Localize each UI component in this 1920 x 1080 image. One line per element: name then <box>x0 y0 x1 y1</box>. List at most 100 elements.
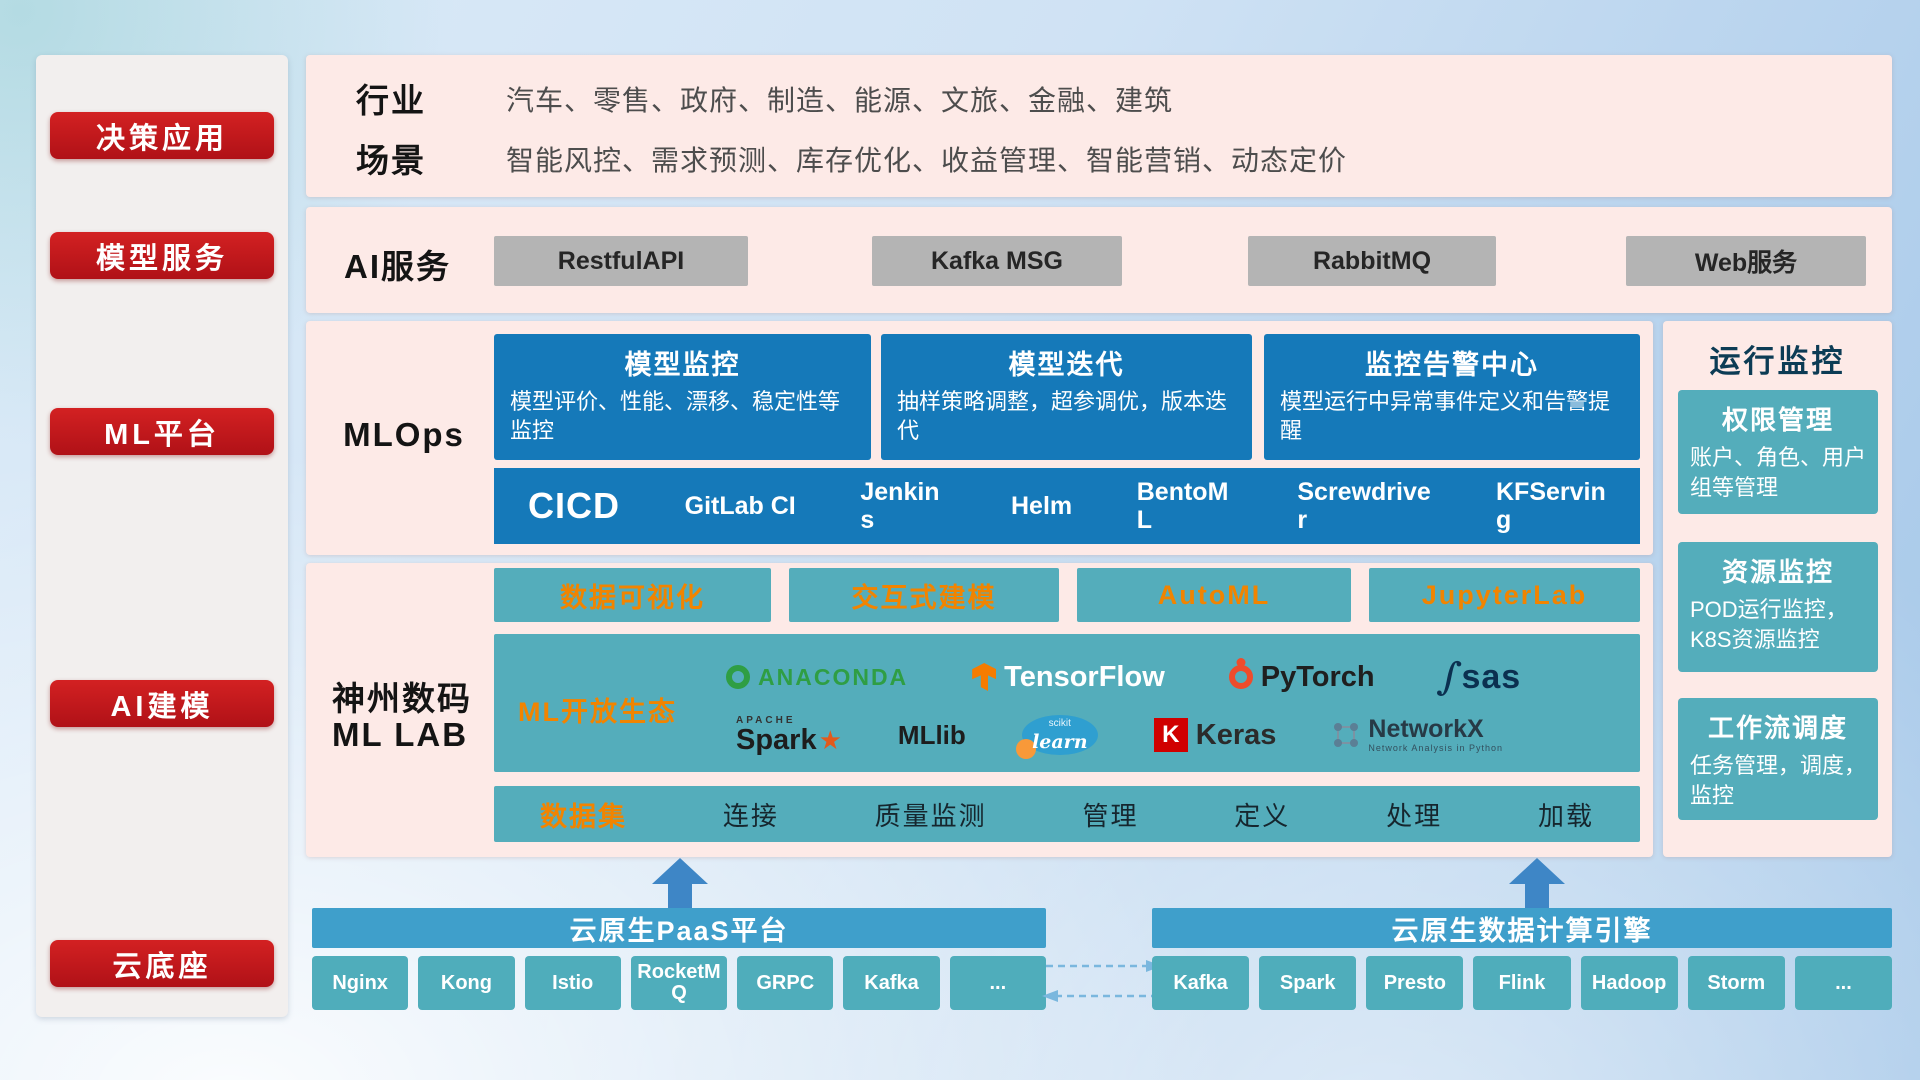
up-arrow-right-stem <box>1525 884 1549 910</box>
dataset-item-quality: 质量监测 <box>874 800 987 831</box>
monitor-title: 运行监控 <box>1709 344 1846 379</box>
chip-grpc: GRPC <box>737 956 834 1010</box>
scikit-learn-text: learn <box>1032 731 1088 753</box>
mlops-card-title: 监控告警中心 <box>1365 350 1539 380</box>
mlops-card-alert-center: 监控告警中心 模型运行中异常事件定义和告警提醒 <box>1264 334 1640 460</box>
networkx-text: NetworkX <box>1368 715 1484 744</box>
ml-ecosystem-label: ML开放生态 <box>518 697 677 727</box>
mlops-card-desc: 模型评价、性能、漂移、稳定性等监控 <box>510 389 841 444</box>
monitor-card-title: 资源监控 <box>1721 557 1834 587</box>
keras-text: Keras <box>1195 718 1277 751</box>
apache-spark-logo: APACHE Spark ★ <box>736 714 842 756</box>
ecosystem-logo-row-1: ANACONDA TensorFlow PyTorch ∫ sas <box>726 652 1521 702</box>
apache-text: APACHE <box>736 714 796 726</box>
tool-interactive-modeling: 交互式建模 <box>789 568 1059 622</box>
tool-automl: AutoML <box>1077 568 1351 622</box>
sidebar-item-model-service: 模型服务 <box>50 232 274 279</box>
paas-chip-row: Nginx Kong Istio RocketMQ GRPC Kafka ... <box>312 956 1046 1010</box>
ai-service-label: AI服务 <box>344 248 451 285</box>
cicd-item-helm: Helm <box>1010 492 1073 520</box>
mlops-card-model-monitoring: 模型监控 模型评价、性能、漂移、稳定性等监控 <box>494 334 871 460</box>
service-rabbitmq: RabbitMQ <box>1248 236 1496 286</box>
chip-kafka-2: Kafka <box>1152 956 1250 1010</box>
sidebar-item-ai-modeling: AI建模 <box>50 680 274 727</box>
pytorch-icon <box>1228 665 1253 689</box>
chip-rocketmq: RocketMQ <box>630 956 728 1010</box>
monitor-card-desc: POD运行监控，K8S资源监控 <box>1690 597 1848 652</box>
anaconda-logo: ANACONDA <box>726 664 908 691</box>
engine-chip-row: Kafka Spark Presto Flink Hadoop Storm ..… <box>1152 956 1892 1010</box>
scikit-learn-logo: scikit learn <box>1015 715 1098 759</box>
sidebar <box>36 55 288 1017</box>
chip-more: ... <box>949 956 1046 1010</box>
service-restfulapi: RestfulAPI <box>494 236 748 286</box>
mlops-card-model-iteration: 模型迭代 抽样策略调整，超参调优，版本迭代 <box>881 334 1252 460</box>
cicd-item-jenkins: Jenkins <box>860 478 940 534</box>
keras-logo: K Keras <box>1153 718 1277 752</box>
dataset-item-define: 定义 <box>1234 800 1291 831</box>
mlops-card-title: 模型监控 <box>624 350 741 380</box>
scikit-small-text: scikit <box>1048 718 1071 729</box>
monitor-card-workflow: 工作流调度 任务管理，调度，监控 <box>1678 698 1878 820</box>
cicd-label: CICD <box>528 485 620 526</box>
tensorflow-icon <box>972 663 997 691</box>
dataset-item-connect: 连接 <box>722 800 779 831</box>
monitor-card-desc: 任务管理，调度，监控 <box>1690 753 1867 808</box>
tool-data-visualization: 数据可视化 <box>494 568 771 622</box>
monitor-card-permission: 权限管理 账户、角色、用户组等管理 <box>1678 390 1878 514</box>
chip-storm: Storm <box>1687 956 1785 1010</box>
service-web: Web服务 <box>1626 236 1866 286</box>
dataset-bar: 数据集 连接 质量监测 管理 定义 处理 加载 <box>494 786 1640 842</box>
cicd-bar: CICD GitLab CI Jenkins Helm BentoML Scre… <box>494 468 1640 544</box>
cicd-item-kfserving: KFServing <box>1496 478 1606 534</box>
spark-wordmark: APACHE Spark ★ <box>736 714 842 756</box>
sidebar-item-cloud-base: 云底座 <box>50 940 274 987</box>
sidebar-item-ml-platform: ML平台 <box>50 408 274 455</box>
spark-text: Spark <box>736 723 817 756</box>
mllib-logo: MLlib <box>898 720 966 751</box>
mlops-card-desc: 抽样策略调整，超参调优，版本迭代 <box>897 389 1228 444</box>
chip-nginx: Nginx <box>312 956 409 1010</box>
ml-lab-label-line2: ML LAB <box>332 716 469 753</box>
mllib-text: MLlib <box>897 719 966 750</box>
sidebar-item-decision-app: 决策应用 <box>50 112 274 159</box>
dataset-label: 数据集 <box>540 801 627 832</box>
scene-list: 智能风控、需求预测、库存优化、收益管理、智能营销、动态定价 <box>506 145 1348 176</box>
scikit-learn-icon: scikit learn <box>1015 715 1098 759</box>
monitor-card-desc: 账户、角色、用户组等管理 <box>1690 445 1867 500</box>
pytorch-logo: PyTorch <box>1228 661 1375 694</box>
tensorflow-text: TensorFlow <box>1004 660 1165 693</box>
monitor-card-title: 工作流调度 <box>1707 713 1848 743</box>
ml-lab-label-line1: 神州数码 <box>332 680 472 717</box>
exchange-arrows-icon <box>1042 960 1162 1002</box>
spark-star-icon: ★ <box>818 725 842 755</box>
paas-bar: 云原生PaaS平台 <box>312 908 1046 948</box>
anaconda-icon <box>726 665 750 689</box>
dataset-item-load: 加载 <box>1537 800 1594 831</box>
service-kafka-msg: Kafka MSG <box>872 236 1122 286</box>
data-engine-bar: 云原生数据计算引擎 <box>1152 908 1892 948</box>
cicd-item-gitlab-ci: GitLab CI <box>684 492 796 520</box>
industry-label: 行业 <box>356 82 426 119</box>
chip-more-2: ... <box>1794 956 1892 1010</box>
up-arrow-left-stem <box>668 884 692 910</box>
mlops-card-desc: 模型运行中异常事件定义和告警提醒 <box>1280 389 1611 444</box>
mlops-label: MLOps <box>343 416 465 453</box>
chip-kong: Kong <box>418 956 515 1010</box>
up-arrow-left-icon <box>652 858 708 884</box>
dataset-item-process: 处理 <box>1386 800 1443 831</box>
ecosystem-logo-row-2: APACHE Spark ★ MLlib scikit learn K Kera… <box>736 708 1503 762</box>
chip-spark: Spark <box>1259 956 1357 1010</box>
tensorflow-logo: TensorFlow <box>972 661 1165 694</box>
monitor-card-title: 权限管理 <box>1721 405 1834 435</box>
keras-icon: K <box>1153 718 1188 752</box>
networkx-icon <box>1334 722 1359 747</box>
industry-list: 汽车、零售、政府、制造、能源、文旅、金融、建筑 <box>506 85 1174 116</box>
chip-hadoop: Hadoop <box>1580 956 1678 1010</box>
chip-kafka: Kafka <box>843 956 940 1010</box>
chip-flink: Flink <box>1473 956 1571 1010</box>
cicd-item-screwdriver: Screwdriver <box>1297 478 1431 534</box>
dataset-item-manage: 管理 <box>1082 800 1139 831</box>
chip-istio: Istio <box>524 956 621 1010</box>
